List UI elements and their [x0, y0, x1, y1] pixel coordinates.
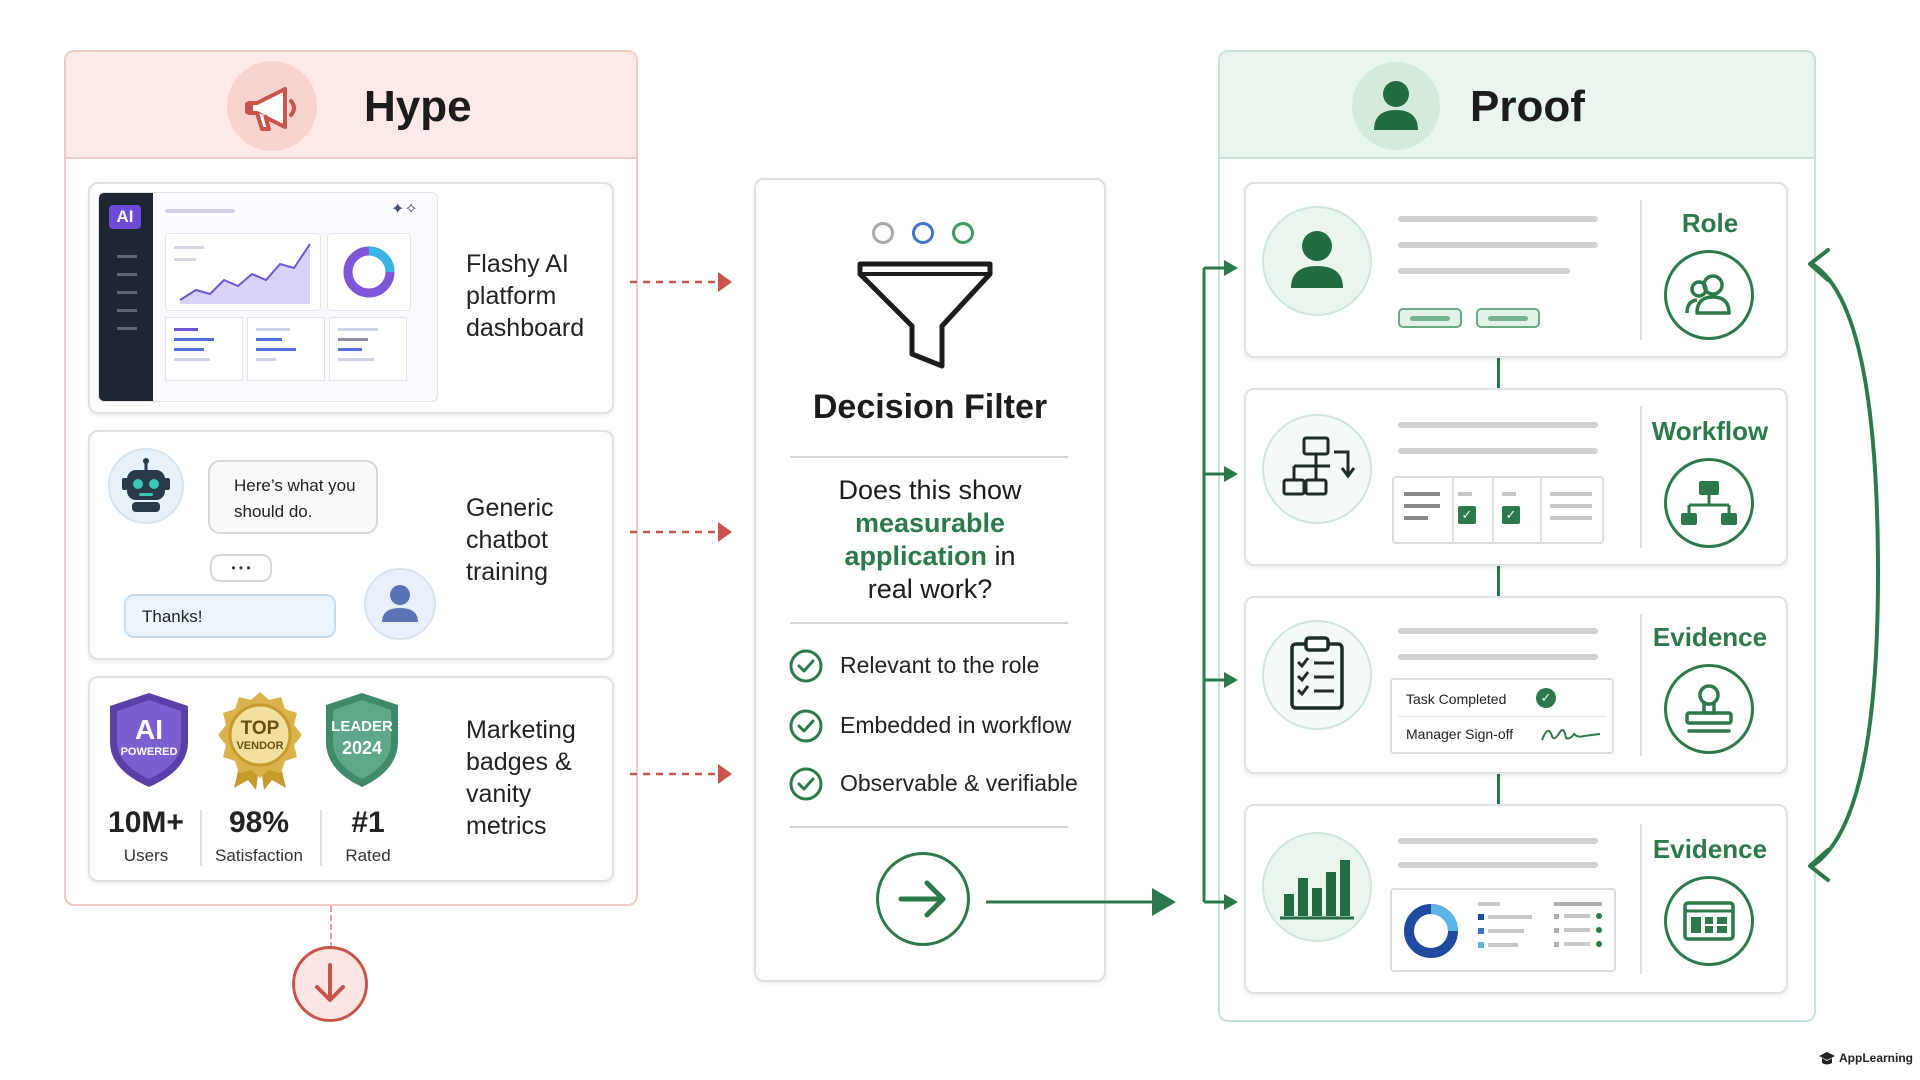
- check-circle-icon: ✓: [1536, 688, 1556, 708]
- person-avatar-icon: [1262, 206, 1372, 316]
- evidence-record-mockup: Task Completed ✓ Manager Sign-off: [1390, 678, 1614, 754]
- proof-card-link: [1497, 566, 1500, 596]
- checkbox-checked-icon: ✓: [1458, 506, 1476, 524]
- stat-divider: [320, 810, 322, 866]
- filter-divider: [790, 622, 1068, 624]
- funnel-icon: [850, 256, 1000, 372]
- check-circle-icon: [789, 709, 823, 743]
- proceed-arrow-button[interactable]: [876, 852, 970, 946]
- check-circle-icon: [789, 649, 823, 683]
- proof-label-evidence: Evidence: [1652, 622, 1768, 652]
- hype-header: [66, 52, 636, 159]
- criteria-item: Embedded in workflow: [788, 708, 1088, 744]
- clipboard-checklist-icon: [1262, 620, 1372, 730]
- line-chart-widget: [165, 233, 321, 311]
- down-arrow-icon: [292, 946, 368, 1022]
- filter-title: Decision Filter: [812, 388, 1048, 426]
- ai-chip: AI: [109, 205, 141, 229]
- metrics-mockup: [1390, 888, 1616, 972]
- stat-rated-label: Rated: [345, 846, 391, 865]
- proof-loop-arrow: [1808, 248, 1881, 882]
- proof-header: [1220, 52, 1814, 159]
- hype-to-filter-connectors: [630, 272, 732, 784]
- filter-divider: [790, 456, 1068, 458]
- filter-dots: [870, 220, 990, 246]
- chatbot-desc: Generic chatbot training: [466, 494, 554, 586]
- badges-desc: Marketing badges & vanity metrics: [466, 716, 576, 840]
- users-icon: [1664, 250, 1754, 340]
- leader-badge-icon: LEADER 2024: [322, 690, 402, 790]
- stat-divider: [200, 810, 202, 866]
- stat-users-label: Users: [123, 846, 169, 865]
- proof-title: Proof: [1470, 82, 1585, 131]
- proof-label-evidence-metrics: Evidence: [1652, 834, 1768, 864]
- dashboard-grid-icon: [1664, 876, 1754, 966]
- filter-question: Does this show measurable application in…: [838, 475, 1022, 604]
- workflow-diagram-icon: [1262, 414, 1372, 524]
- signature-icon: [1541, 729, 1601, 741]
- proof-label-role: Role: [1681, 208, 1739, 238]
- donut-chart-icon: [1404, 904, 1458, 958]
- org-chart-icon: [1664, 458, 1754, 548]
- proof-left-connector: [1202, 260, 1238, 910]
- checkbox-checked-icon: ✓: [1502, 506, 1520, 524]
- workflow-checklist-mockup: ✓ ✓: [1392, 476, 1604, 544]
- ai-powered-badge-icon: AI POWERED: [106, 690, 192, 790]
- user-message-text: Thanks!: [142, 607, 203, 626]
- down-dashed-connector: [330, 906, 332, 948]
- user-avatar-icon: [364, 568, 436, 640]
- arrow-right-icon: [898, 880, 946, 918]
- person-icon: [1352, 62, 1440, 150]
- stat-users-value: 10M+: [108, 806, 184, 839]
- proof-card-link: [1497, 774, 1500, 804]
- hype-title: Hype: [364, 82, 472, 131]
- brand-logo: AppLearning: [1818, 1050, 1918, 1070]
- filter-divider: [790, 826, 1068, 828]
- dashboard-desc: Flashy AI platform dashboard: [466, 250, 585, 342]
- megaphone-icon: [227, 61, 317, 151]
- check-circle-icon: [789, 767, 823, 801]
- bot-message-bubble: Here’s what you should do.: [208, 460, 378, 534]
- graduation-cap-icon: [1819, 1052, 1835, 1065]
- bot-message-text: Here’s what you should do.: [234, 476, 356, 521]
- manager-signoff-text: Manager Sign-off: [1406, 726, 1514, 742]
- user-message-bubble: Thanks!: [124, 594, 336, 638]
- criteria-item: Observable & verifiable: [788, 766, 1088, 802]
- proof-card-link: [1497, 358, 1500, 388]
- bar-chart-icon: [1262, 832, 1372, 942]
- stamp-icon: [1664, 664, 1754, 754]
- robot-avatar-icon: [108, 448, 184, 524]
- stat-satisfaction-label: Satisfaction: [215, 846, 303, 865]
- donut-widget: [327, 233, 411, 311]
- stat-satisfaction-value: 98%: [228, 806, 290, 839]
- proof-label-workflow: Workflow: [1651, 416, 1769, 446]
- filter-to-proof-arrow: [986, 888, 1176, 916]
- top-vendor-badge-icon: TOP VENDOR: [212, 688, 308, 792]
- stat-rated-value: #1: [351, 806, 385, 839]
- typing-indicator: • • •: [210, 554, 272, 582]
- sparkle-icon: ✦✧: [391, 201, 418, 218]
- criteria-item: Relevant to the role: [788, 648, 1088, 684]
- task-completed-text: Task Completed: [1406, 691, 1507, 707]
- dashboard-mockup: AI ✦✧: [98, 192, 438, 402]
